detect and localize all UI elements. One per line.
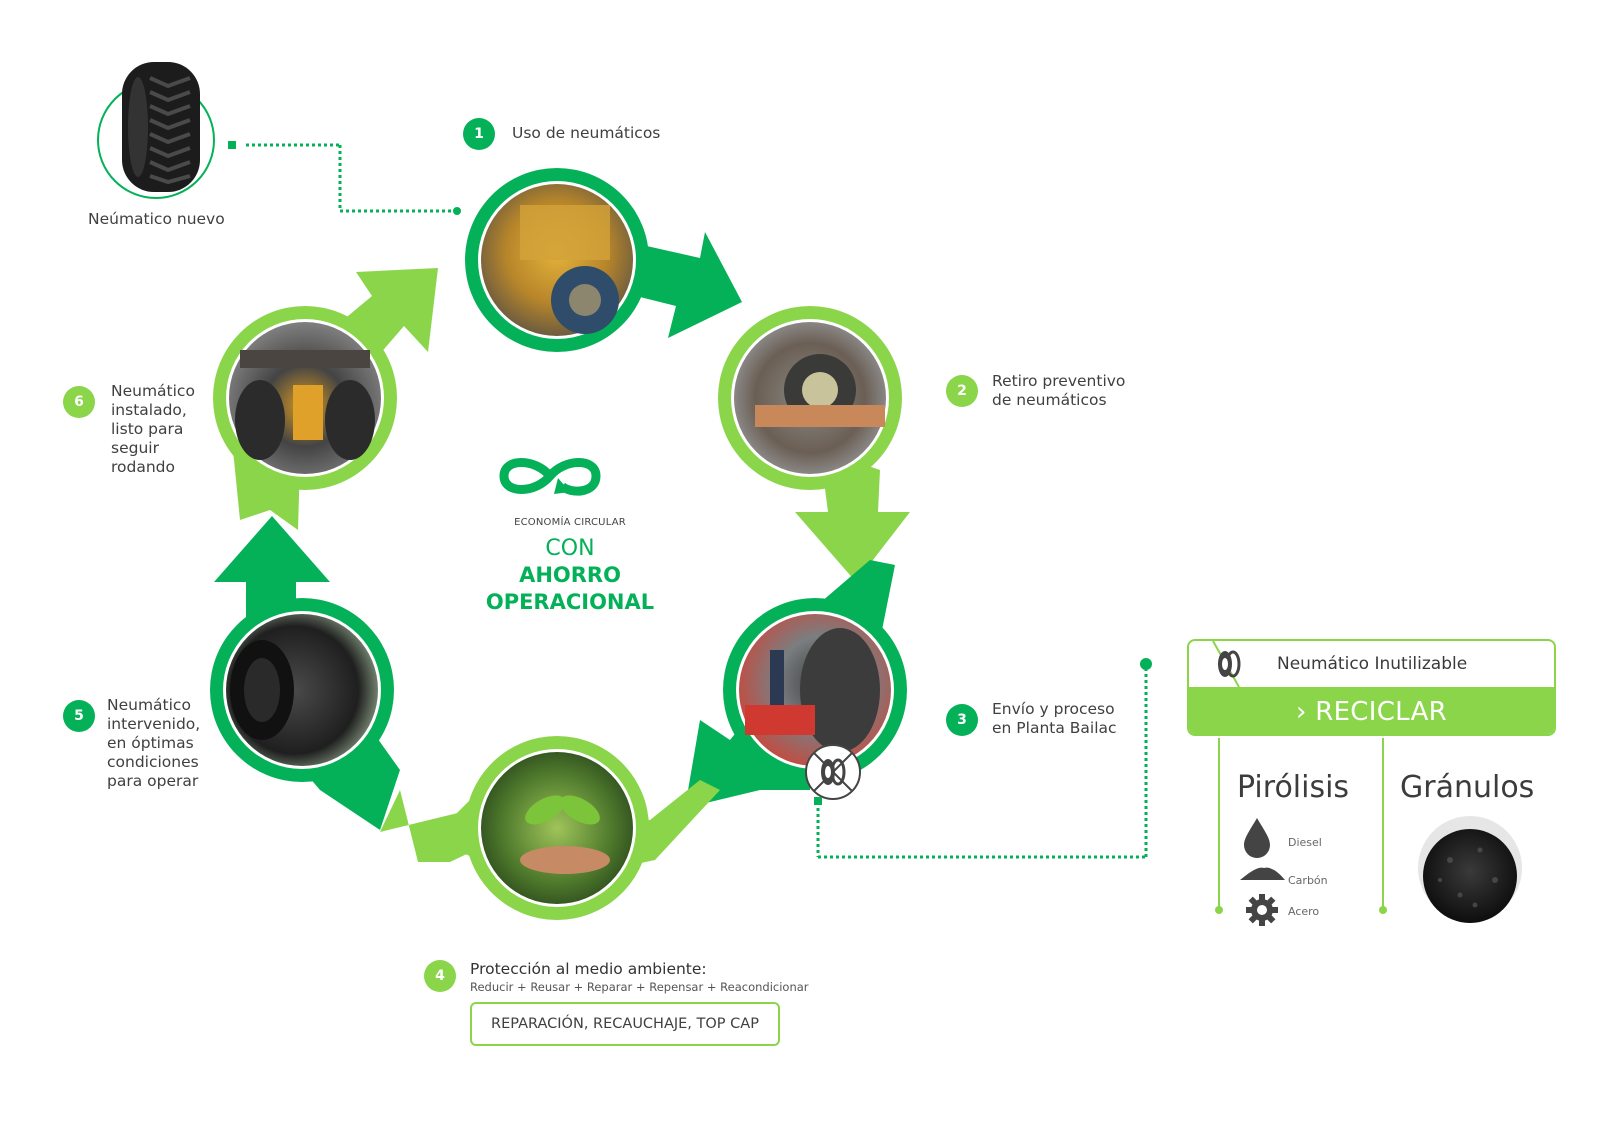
granules-title: Gránulos [1400,770,1535,805]
material-diesel: Diesel [1288,836,1322,849]
arrow-5-to-6 [214,516,330,640]
new-tire-label: Neúmatico nuevo [88,210,225,228]
step-6-label-line: seguir [111,439,159,457]
output-lines [1218,738,1384,910]
unusable-tire-card: Neumático Inutilizable › RECICLAR [1187,639,1556,736]
center-title: ECONOMÍA CIRCULAR CON AHORRO OPERACIONAL [470,445,670,616]
step-4-badge: 4 [424,960,456,992]
recycle-action: › RECICLAR [1189,687,1554,734]
pyrolysis-title: Pirólisis [1237,770,1350,805]
drop-icon [1244,818,1270,858]
rubber-granules-photo [1423,829,1517,923]
infinity-loop-icon [499,458,601,496]
center-line-con: CON [545,536,595,561]
center-line-operacional: OPERACIONAL [485,590,655,614]
recycle-connector [814,658,1152,859]
step-5-label-line: en óptimas [107,734,194,752]
step-6-label-line: instalado, [111,401,187,419]
step-1-badge: 1 [463,118,495,150]
repair-options-label: REPARACIÓN, RECAUCHAJE, TOP CAP [491,1016,759,1032]
step-6-label-line: Neumático [111,382,195,400]
step-5-label-line: Neumático [107,696,191,714]
step-3-label: Envío y proceso en Planta Bailac [992,700,1117,738]
step-6-label-line: rodando [111,458,175,476]
material-carbon: Carbón [1288,874,1328,887]
repair-options-box: REPARACIÓN, RECAUCHAJE, TOP CAP [470,1002,780,1046]
step-2-badge: 2 [946,375,978,407]
step-1-label-line: Uso de neumáticos [512,124,661,142]
gear-icon [1246,894,1278,926]
step-6-label: Neumático instalado, listo para seguir r… [111,382,195,477]
recycle-action-label: › RECICLAR [1295,696,1448,727]
step-2-label-line: de neumáticos [992,391,1107,409]
step-4-label: Protección al medio ambiente: [470,960,707,978]
step-5-label: Neumático intervenido, en óptimas condic… [107,696,200,791]
step-6-label-line: listo para [111,420,184,438]
step-5-badge: 5 [63,700,95,732]
step-3-label-line: en Planta Bailac [992,719,1117,737]
powder-pile-icon [1240,867,1285,880]
step-5-label-line: intervenido, [107,715,201,733]
unusable-tire-label: Neumático Inutilizable [1277,654,1468,674]
crossed-tire-icon [1212,641,1241,687]
unusable-tire-header: Neumático Inutilizable [1189,641,1554,687]
step-1-label: Uso de neumáticos [512,124,660,143]
step-3-label-line: Envío y proceso [992,700,1115,718]
center-line-ahorro: AHORRO [519,563,621,587]
tire-icon [122,62,200,192]
new-tire-connector [228,141,461,215]
plant-in-hands-photo [481,752,633,904]
center-subtitle: ECONOMÍA CIRCULAR [514,517,626,528]
crossed-tire-icon [805,744,861,800]
step-2-label: Retiro preventivo de neumáticos [992,372,1125,410]
step-5-label-line: para operar [107,772,199,790]
step-4-sublabel: Reducir + Reusar + Reparar + Repensar + … [470,980,809,994]
step-5-label-line: condiciones [107,753,199,771]
step-6-badge: 6 [63,386,95,418]
material-steel: Acero [1288,905,1320,918]
step-2-label-line: Retiro preventivo [992,372,1126,390]
arrow-2-to-3 [795,450,910,582]
arrow-1-to-2 [620,232,742,338]
step-3-badge: 3 [946,704,978,736]
